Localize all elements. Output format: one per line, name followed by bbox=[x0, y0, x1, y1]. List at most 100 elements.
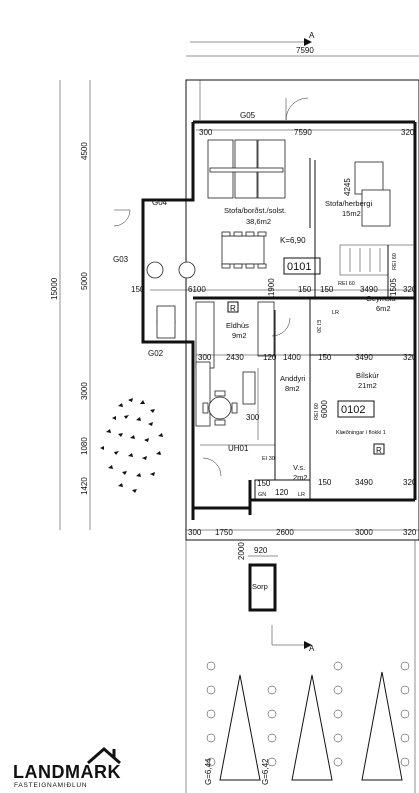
dim-row-150a: 150 bbox=[131, 285, 145, 294]
dim-mid-320: 320 bbox=[403, 353, 417, 362]
dining-chairs bbox=[221, 231, 267, 269]
section-arrow-bottom bbox=[304, 641, 312, 649]
kitchen-island bbox=[257, 301, 275, 357]
r-box-garage bbox=[373, 443, 385, 455]
counter-lower bbox=[195, 361, 211, 427]
site-outline bbox=[185, 79, 419, 541]
dim-bot-2000: 2000 bbox=[237, 542, 246, 560]
dim-gn-120: 120 bbox=[275, 488, 289, 497]
door-swing-kitchen bbox=[271, 317, 291, 337]
gn-label: GN bbox=[258, 492, 266, 498]
dim-row-320: 320 bbox=[403, 285, 417, 294]
sun-lounger bbox=[156, 305, 176, 339]
coffee-table bbox=[209, 167, 284, 173]
dim-bsk-150: 150 bbox=[318, 478, 332, 487]
tree-cluster bbox=[100, 398, 163, 493]
herbergi-area: 15m2 bbox=[342, 209, 361, 218]
unit-code-box-2 bbox=[337, 400, 375, 418]
armchair-2 bbox=[178, 261, 196, 279]
parking-arrow-2 bbox=[291, 674, 333, 781]
section-mark-top: A bbox=[309, 31, 315, 40]
door-swing-entry bbox=[202, 457, 222, 477]
stofa-area: 38,6m2 bbox=[246, 217, 271, 226]
g-level-2: G=6,42 bbox=[261, 758, 270, 785]
r-mark-garage: R bbox=[376, 446, 382, 455]
k-level: K=6,90 bbox=[280, 236, 306, 245]
stairs-top-right bbox=[339, 244, 415, 298]
bed-herbergi bbox=[354, 161, 384, 195]
bilskur-note: Klæðningar í flokki 1 bbox=[336, 429, 386, 436]
tall-cabinet bbox=[242, 371, 256, 405]
unit-code-box bbox=[283, 257, 321, 275]
dim-gn-150: 150 bbox=[257, 479, 271, 488]
dim-row-11900: 11900 bbox=[267, 278, 276, 300]
dim-bot-2600: 2600 bbox=[276, 528, 294, 537]
dim-row-150b: 150 bbox=[298, 285, 312, 294]
uh01-label: UH01 bbox=[228, 444, 249, 453]
dim-vert-4245: 4245 bbox=[343, 178, 352, 196]
window-g03: G03 bbox=[113, 255, 129, 264]
geymsla-name: Geymsla bbox=[366, 294, 396, 303]
dim-bot-1750: 1750 bbox=[215, 528, 233, 537]
dim-bot-300: 300 bbox=[188, 528, 202, 537]
dim-mid-120: 120 bbox=[263, 353, 277, 362]
round-table bbox=[208, 396, 232, 420]
ei-30-b: EI 30 bbox=[262, 456, 275, 462]
dim-top-overall: 7590 bbox=[296, 46, 314, 55]
parking-circles bbox=[206, 661, 410, 767]
eldhus-area: 9m2 bbox=[232, 331, 247, 340]
dim-mid-2430: 2430 bbox=[226, 353, 244, 362]
rei-60-garage: REI 60 bbox=[314, 403, 320, 420]
r-mark-kitchen: R bbox=[230, 304, 236, 313]
sorp-label: Sorp bbox=[252, 582, 268, 591]
g-level-1: G=6,44 bbox=[204, 758, 213, 785]
dim-top-inner-left: 300 bbox=[199, 128, 213, 137]
dim-mid-3490: 3490 bbox=[355, 353, 373, 362]
dim-bot-3000: 3000 bbox=[355, 528, 373, 537]
rei-60-mid: REI 60 bbox=[338, 281, 355, 287]
section-mark-bottom: A bbox=[309, 644, 315, 653]
brand-name: LANDMARK bbox=[13, 762, 121, 782]
eldhus-name: Eldhús bbox=[226, 321, 249, 330]
section-arrow-top bbox=[304, 38, 312, 46]
anddyri-name: Anddyri bbox=[280, 374, 306, 383]
dim-bsk-3490: 3490 bbox=[355, 478, 373, 487]
dim-vert-6000: 6000 bbox=[320, 400, 329, 418]
door-swing-g04 bbox=[113, 209, 131, 227]
lr-b: LR bbox=[298, 492, 305, 498]
dim-row-150c: 150 bbox=[320, 285, 334, 294]
anddyri-area: 8m2 bbox=[285, 384, 300, 393]
rei-60-top: REI 60 bbox=[392, 253, 398, 270]
dim-left-total: 15000 bbox=[50, 277, 59, 300]
dim-left-3: 3000 bbox=[80, 382, 89, 400]
bilskur-area: 21m2 bbox=[358, 381, 377, 390]
vs-area: 2m2 bbox=[293, 473, 308, 482]
window-g05: G05 bbox=[240, 111, 256, 120]
desk-herbergi bbox=[361, 189, 391, 227]
sorp-enclosure bbox=[248, 563, 277, 612]
dim-vert-300: 300 bbox=[246, 413, 260, 422]
unit-code-0101: 0101 bbox=[287, 261, 311, 273]
vs-room bbox=[254, 479, 311, 501]
door-swing-top bbox=[285, 97, 309, 121]
dim-bsk-320: 320 bbox=[403, 478, 417, 487]
window-g04: G04 bbox=[152, 198, 168, 207]
herbergi-name: Stofa/herbergi bbox=[325, 199, 372, 208]
dim-mid-300: 300 bbox=[198, 353, 212, 362]
dim-left-5: 1420 bbox=[80, 477, 89, 495]
stofa-name: Stofa/borðst./solst. bbox=[224, 206, 286, 215]
geymsla-area: 6m2 bbox=[376, 304, 391, 313]
vs-name: V.s. bbox=[293, 463, 305, 472]
dim-top-inner-mid: 7590 bbox=[294, 128, 312, 137]
wall-west bbox=[141, 122, 195, 520]
window-g02: G02 bbox=[148, 349, 164, 358]
dim-mid-150: 150 bbox=[318, 353, 332, 362]
dim-vert-1505: 1505 bbox=[389, 278, 398, 296]
dim-top-inner-right: 320 bbox=[401, 128, 415, 137]
r-box-kitchen bbox=[227, 301, 239, 313]
lr-a: LR bbox=[332, 310, 339, 316]
armchair-1 bbox=[146, 261, 164, 279]
dim-sorp-920: 920 bbox=[254, 546, 268, 555]
bilskur-name: Bílskúr bbox=[356, 371, 379, 380]
